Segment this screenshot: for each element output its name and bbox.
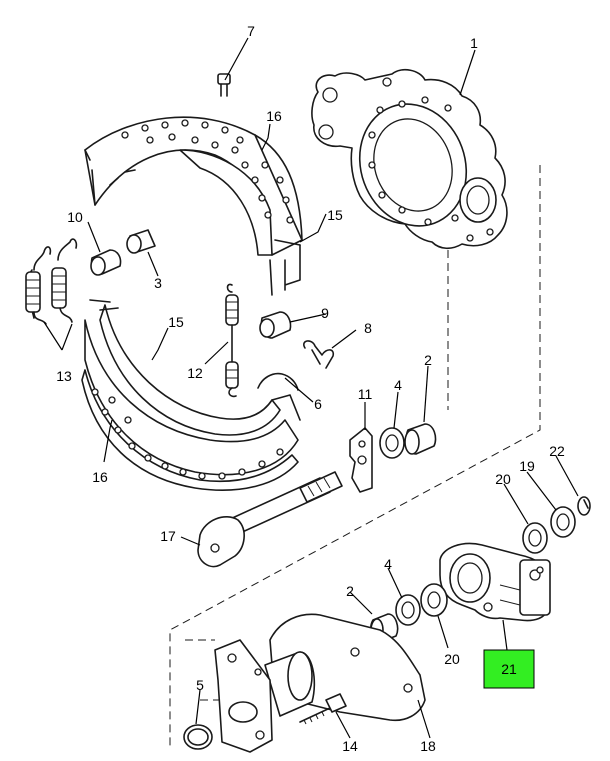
leader-lines	[43, 37, 579, 739]
spring-part-12	[225, 283, 239, 398]
callout-6: 6	[314, 396, 322, 412]
callout-7: 7	[247, 23, 255, 39]
callout-21: 21	[501, 661, 517, 677]
brake-spider	[311, 68, 508, 250]
callout-15-upper: 15	[327, 207, 343, 223]
roller-part-10	[90, 249, 122, 276]
callout-14: 14	[342, 738, 358, 754]
brake-shoe-lower	[81, 299, 301, 491]
callout-12: 12	[187, 365, 203, 381]
callout-13: 13	[56, 368, 72, 384]
callout-1: 1	[470, 35, 478, 51]
anchor-pin	[217, 73, 231, 97]
return-springs	[25, 238, 78, 325]
snap-ring-part-22	[577, 496, 591, 516]
washer-part-20-upper	[522, 522, 548, 554]
brake-shoe-upper	[84, 116, 303, 296]
callout-22: 22	[549, 443, 565, 459]
callout-2-lower: 2	[346, 583, 354, 599]
slack-adjuster	[439, 542, 551, 622]
bushing-part-3	[126, 229, 156, 254]
camshaft	[197, 471, 343, 568]
callout-18: 18	[420, 738, 436, 754]
callout-16-lower: 16	[92, 469, 108, 485]
bracket-plate	[214, 639, 273, 753]
callout-20-lower: 20	[444, 651, 460, 667]
callout-20-upper: 20	[495, 471, 511, 487]
callout-labels: 1 7 16 15 10 3 13 9 8 12 6 15 16 11 4 2 …	[56, 23, 565, 754]
callout-19: 19	[519, 458, 535, 474]
washer-part-19	[550, 506, 576, 538]
snap-ring-part-5	[183, 724, 213, 750]
upper-lining-rivets	[121, 119, 294, 224]
callout-3: 3	[154, 275, 162, 291]
assembly-dashed-lines	[169, 165, 541, 750]
bushing-upper	[404, 423, 437, 455]
clip-part-8	[303, 340, 335, 369]
camshaft-bracket	[264, 613, 426, 722]
callout-4-lower: 4	[384, 556, 392, 572]
washer-part-20-lower	[420, 583, 448, 617]
callout-9: 9	[321, 305, 329, 321]
bolt-part-14	[299, 693, 347, 725]
roller-part-9	[259, 311, 292, 339]
callout-10: 10	[67, 209, 83, 225]
callout-5: 5	[196, 677, 204, 693]
lower-lining-rivets	[91, 388, 284, 480]
callout-15-lower: 15	[168, 314, 184, 330]
highlight-box-part-21	[483, 649, 535, 689]
bracket-part-11	[349, 427, 373, 493]
seal-upper	[379, 427, 405, 459]
shoe-web-upper	[274, 239, 301, 246]
callout-16-upper: 16	[266, 108, 282, 124]
spring-clip-part-6	[257, 372, 299, 391]
callout-8: 8	[364, 320, 372, 336]
callout-11: 11	[358, 386, 373, 402]
callout-4-upper: 4	[394, 377, 402, 393]
seal-lower	[395, 594, 421, 626]
callout-17: 17	[160, 528, 176, 544]
callout-2-upper: 2	[424, 352, 432, 368]
